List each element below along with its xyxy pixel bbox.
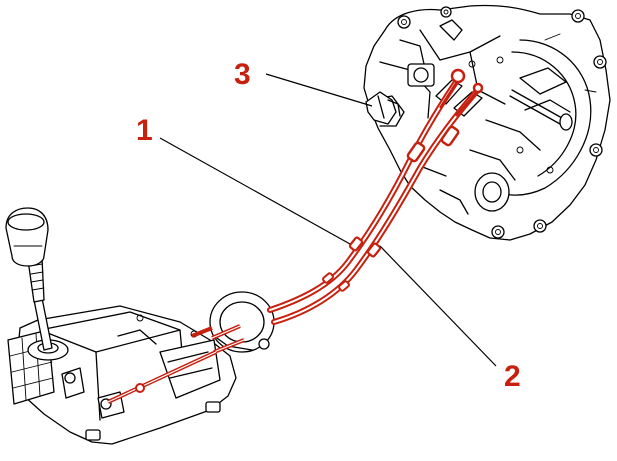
cable-guide-boss [209, 291, 275, 353]
callout-3: 3 [234, 58, 251, 91]
callout-1: 1 [136, 114, 153, 147]
leader-line-3 [265, 73, 373, 107]
leader-line-1 [159, 137, 351, 245]
leader-line-2 [379, 245, 497, 367]
gearbox-housing [363, 4, 611, 241]
selector-cables [107, 68, 484, 404]
gear-stick [27, 257, 53, 351]
callout-2: 2 [504, 360, 521, 393]
callout-leaders [159, 73, 497, 367]
gear-knob [5, 207, 49, 267]
gear-lever-assembly [7, 305, 237, 445]
cable-retaining-clip [365, 91, 401, 125]
